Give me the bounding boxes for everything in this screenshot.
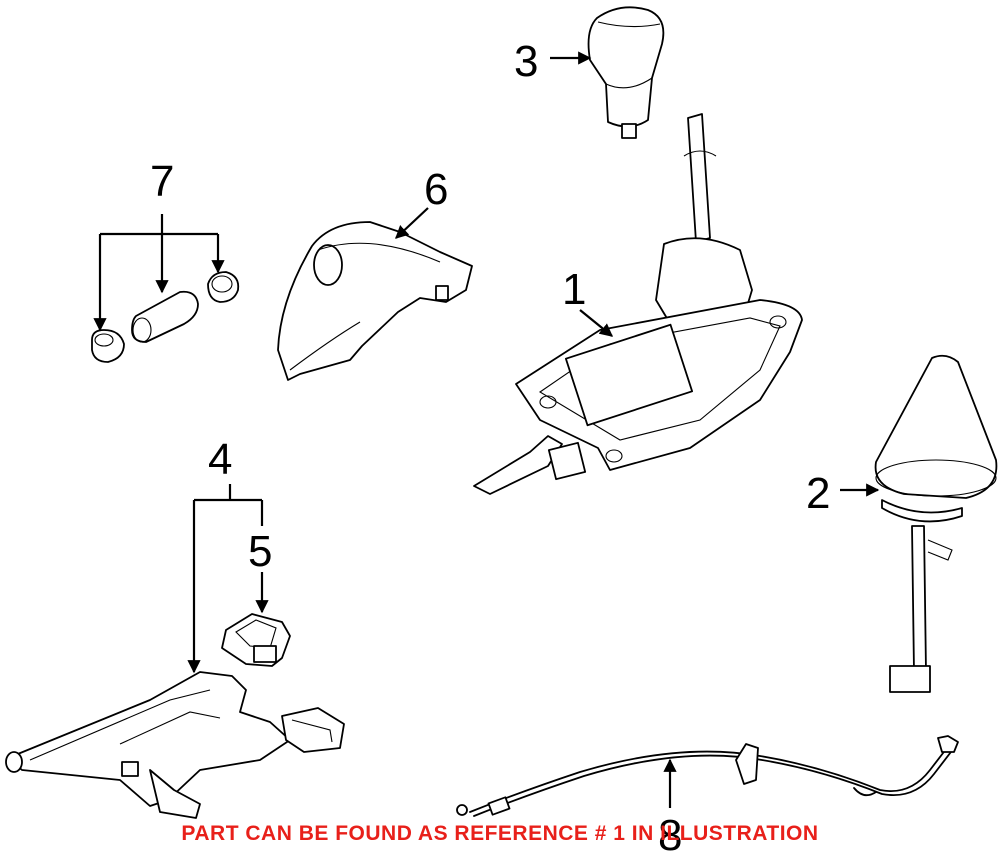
shift-knob-part xyxy=(587,6,665,139)
svg-text:1: 1 xyxy=(562,265,586,314)
callout-4: 4 xyxy=(187,435,264,674)
svg-text:4: 4 xyxy=(208,435,232,484)
footer-note: PART CAN BE FOUND AS REFERENCE # 1 IN IL… xyxy=(181,822,819,845)
shift-cable-part xyxy=(456,735,959,817)
svg-text:5: 5 xyxy=(248,527,272,576)
parking-brake-lever-part xyxy=(5,671,345,819)
svg-text:6: 6 xyxy=(424,165,448,214)
bushing-parts xyxy=(91,271,240,363)
callout-2: 2 xyxy=(806,469,880,518)
callout-1: 1 xyxy=(562,265,614,337)
svg-text:7: 7 xyxy=(150,157,174,206)
svg-text:3: 3 xyxy=(514,37,538,86)
trim-cover-part xyxy=(277,221,473,381)
callout-8: 8 xyxy=(658,758,682,854)
callout-3: 3 xyxy=(514,37,592,86)
svg-text:2: 2 xyxy=(806,469,830,518)
shift-boot-part xyxy=(874,354,998,693)
callout-6: 6 xyxy=(395,165,448,239)
callout-7: 7 xyxy=(93,157,225,332)
shifter-assembly-part xyxy=(473,113,803,495)
bracket-clip-part xyxy=(221,613,291,667)
callout-5: 5 xyxy=(248,527,272,614)
svg-text:8: 8 xyxy=(658,811,682,854)
